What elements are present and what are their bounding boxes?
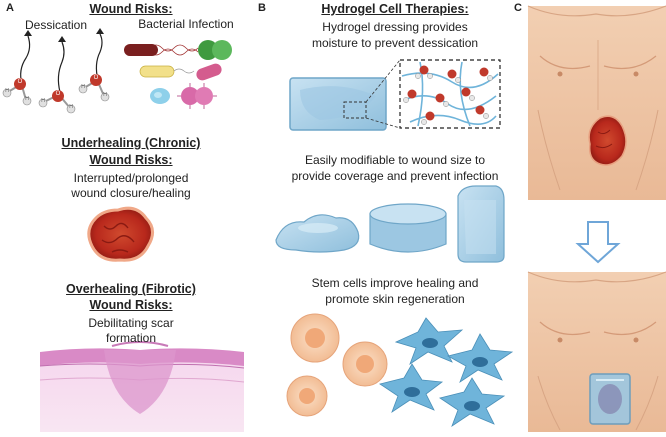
panel-label-a: A [6, 2, 14, 14]
overhealing-desc-line-2: formation [105, 331, 157, 345]
hydrogel-dressing-icon [589, 373, 631, 425]
hydrogen-label: H [81, 84, 85, 90]
water-molecule-icon [2, 30, 32, 106]
dressing-text-line-2: moisture to prevent dessication [311, 36, 479, 50]
hydrogen-label: H [25, 96, 29, 102]
bacterial-infection-label: Bacterial Infection [138, 17, 234, 31]
wound-risks-title: Wound Risks: [89, 2, 173, 16]
torso-dressed [527, 271, 666, 432]
chronic-wound-icon [87, 206, 154, 262]
fibroblast-icon [394, 317, 464, 366]
rod-bacterium-icon [124, 44, 199, 56]
hydrogen-label: H [5, 88, 9, 94]
hydrogel-block-icon [457, 185, 505, 263]
dessication-label: Dessication [24, 18, 88, 32]
dressing-text-line-1: Hydrogel dressing provides [322, 20, 468, 34]
underhealing-desc-line-1: Interrupted/prolonged [73, 171, 189, 185]
water-molecule-icon [78, 28, 110, 102]
pink-rod-icon [196, 63, 222, 81]
oxygen-label: O [55, 91, 61, 97]
stem-cells-text-line-1: Stem cells improve healing and [311, 276, 479, 290]
stem-cell-icon [342, 341, 388, 387]
panel-label-b: B [258, 2, 266, 14]
overhealing-subtitle: Wound Risks: [89, 298, 173, 312]
hydrogen-label: H [41, 98, 45, 104]
yellow-bacillus-icon [139, 65, 195, 78]
coccus-pair-icon [198, 40, 232, 60]
spiky-coccus-icon [177, 83, 217, 109]
overhealing-title: Overhealing (Fibrotic) [66, 282, 196, 296]
fibroblast-icon [446, 333, 514, 384]
water-molecule-icon [38, 36, 76, 114]
hydrogel-therapies-title: Hydrogel Cell Therapies: [321, 2, 469, 16]
blue-cell-icon [150, 88, 170, 104]
stem-cell-icon [286, 375, 328, 417]
torso-wounded [527, 5, 666, 200]
hydrogel-blob-icon [275, 214, 360, 253]
modifiable-text-line-1: Easily modifiable to wound size to [304, 153, 486, 167]
down-arrow-icon [575, 221, 621, 264]
stem-cells [286, 313, 388, 417]
underhealing-subtitle: Wound Risks: [89, 153, 173, 167]
oxygen-label: O [17, 79, 23, 85]
hydrogen-label: H [69, 104, 73, 110]
hydrogel-shapes [275, 185, 505, 263]
stem-cells-text-line-2: promote skin regeneration [325, 292, 465, 306]
fibroblast-icon [379, 363, 444, 414]
bacteria-cluster [124, 40, 232, 109]
fibroblasts [379, 317, 514, 428]
stem-cell-icon [290, 313, 340, 363]
modifiable-text-line-2: provide coverage and prevent infection [291, 169, 499, 183]
scar-skin-section [39, 341, 245, 432]
underhealing-desc-line-2: wound closure/healing [71, 186, 191, 200]
oxygen-label: O [93, 75, 99, 81]
underhealing-title: Underhealing (Chronic) [61, 136, 201, 150]
panel-label-c: C [514, 2, 522, 14]
hydrogel-disc-icon [369, 203, 447, 253]
fibroblast-icon [439, 377, 506, 428]
water-molecules [2, 28, 110, 114]
hydrogel-zoom-inset [399, 59, 501, 129]
overhealing-desc-line-1: Debilitating scar [88, 316, 174, 330]
hydrogel-sheet [289, 59, 401, 131]
hydrogen-label: H [103, 92, 107, 98]
